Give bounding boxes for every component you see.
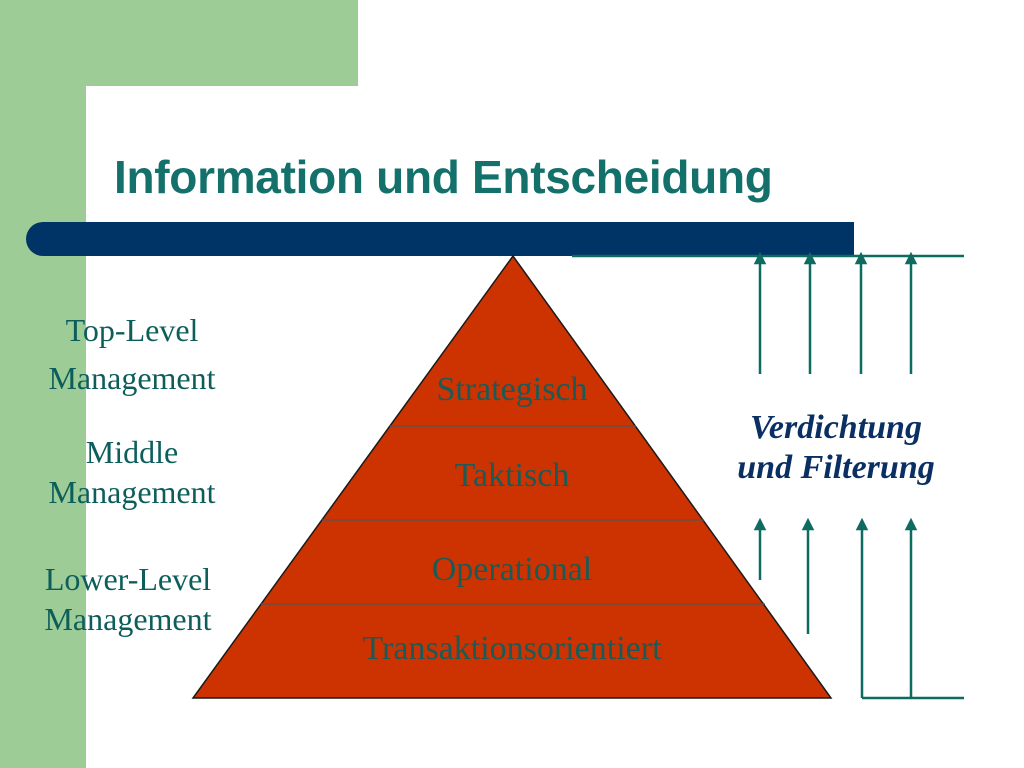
layer-taktisch: Taktisch [455,457,570,494]
slide-title: Information und Entscheidung [114,151,773,203]
label-line: Middle [85,434,179,470]
layer-transaktionsorientiert: Transaktionsorientiert [362,630,662,667]
label-lower-level-management: Lower-Level Management [8,559,248,639]
label-line: Lower-Level [44,561,212,597]
flow-caption-line: und Filterung [737,449,935,486]
flow-caption-line: Verdichtung [750,409,922,446]
label-line: Top-Level [65,312,199,348]
label-line: Management [48,474,216,510]
pyramid-shape [191,254,833,699]
title-underline-bar [26,222,854,256]
flow-caption: Verdichtung und Filterung [700,408,972,488]
layer-strategisch: Strategisch [436,371,587,408]
label-line: Management [44,601,212,637]
label-middle-management: Middle Management [12,432,252,512]
layer-operational: Operational [432,551,593,588]
label-line: Management [48,360,216,396]
background-accent-side [0,0,86,768]
label-top-level-management: Top-Level Management [12,310,252,398]
